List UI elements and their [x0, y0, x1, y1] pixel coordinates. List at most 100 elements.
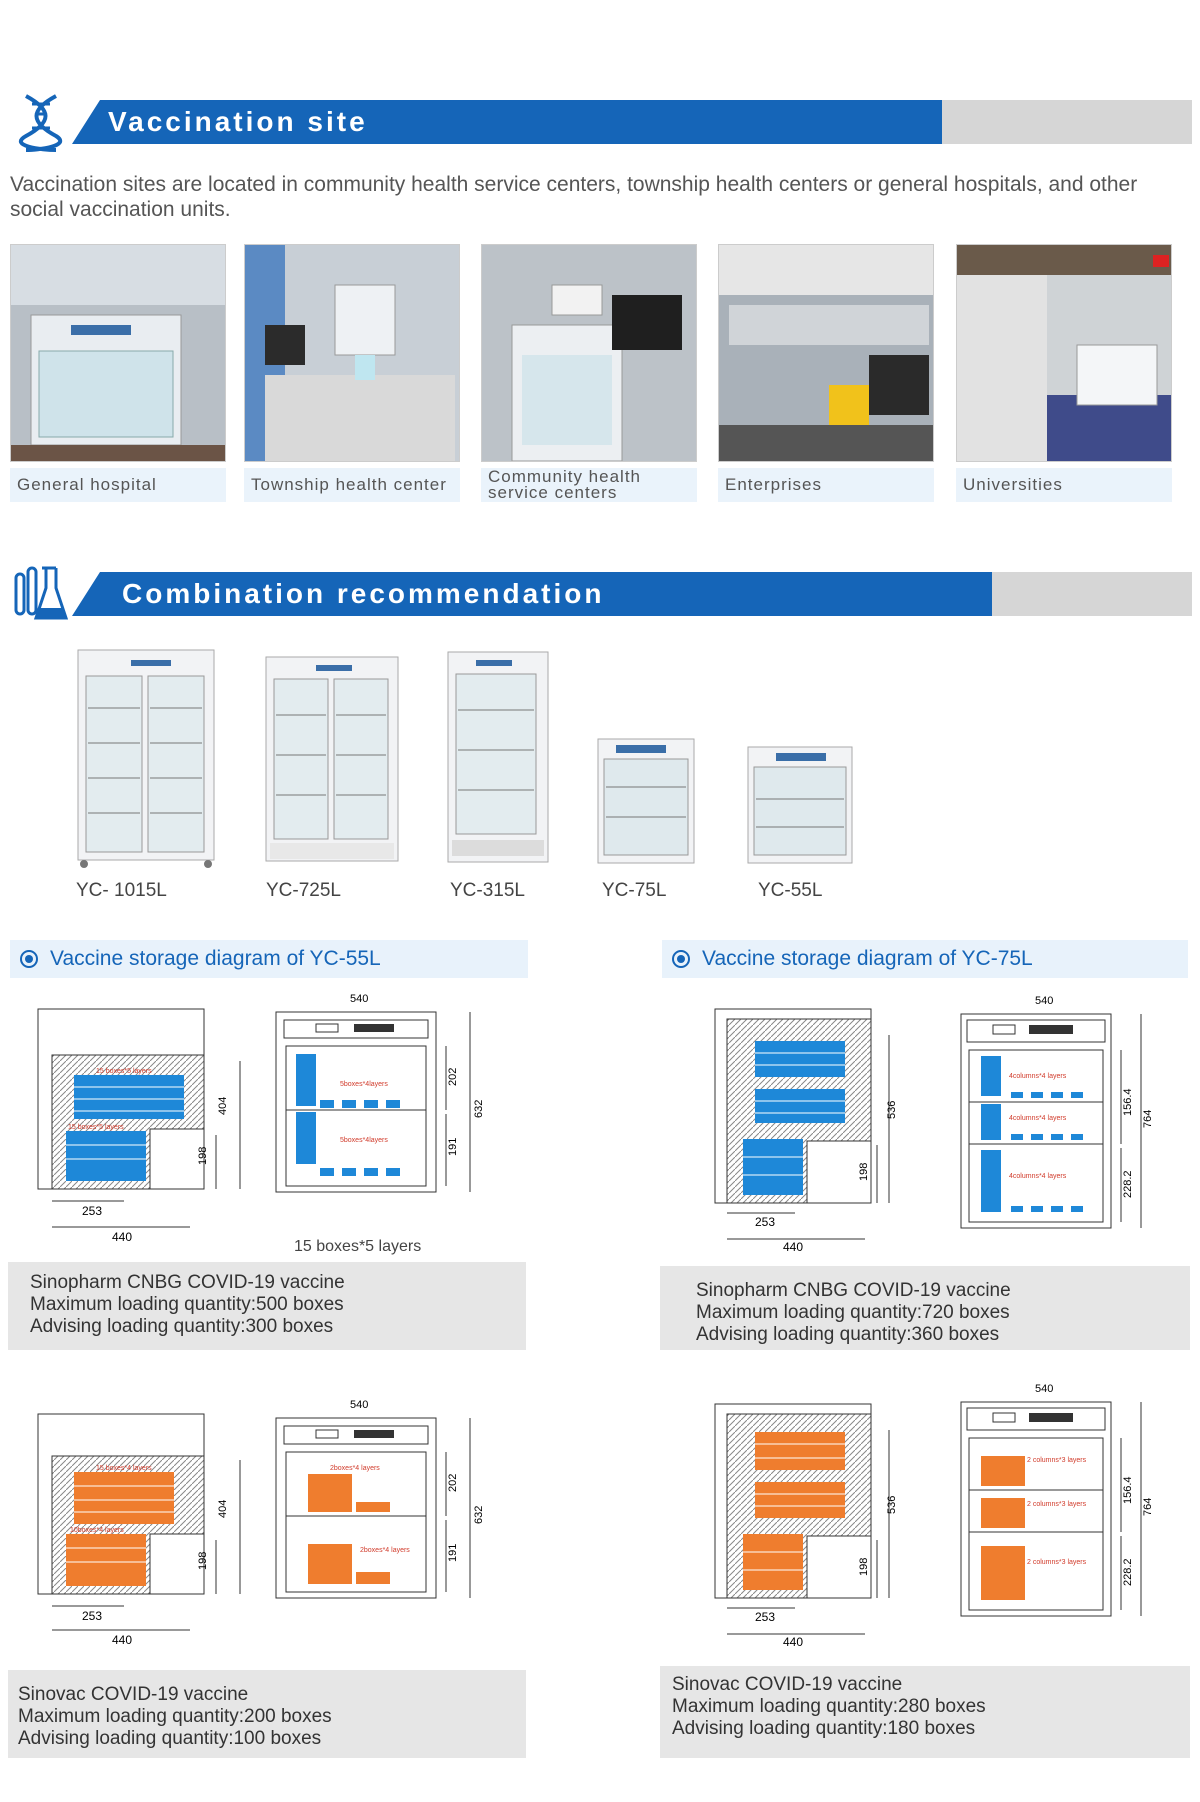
dim-label: 202: [447, 1474, 459, 1492]
dim-label: 540: [1035, 1383, 1053, 1395]
advised-quantity: Advising loading quantity:100 boxes: [18, 1728, 322, 1749]
dim-label: 764: [1142, 1498, 1154, 1516]
box-label: 4columns*4 layers: [1009, 1115, 1067, 1122]
side-view-diagram-55l-sinovac: 15 boxes*4 layers 10boxes*4 layers 404 1…: [37, 1413, 241, 1647]
max-quantity: Maximum loading quantity:200 boxes: [18, 1706, 332, 1727]
info-box-sinovac-55l: Sinovac COVID-19 vaccine Maximum loading…: [8, 1670, 526, 1758]
box-label: 2boxes*4 layers: [330, 1465, 380, 1472]
vaccination-site-banner: Vaccination site: [12, 94, 1192, 152]
fridge-yc75l: [597, 738, 695, 864]
site-photo: [244, 244, 460, 462]
site-photo: [481, 244, 697, 462]
front-view-diagram-75l-sinopharm: 540 4columns*4 layers 4columns*4 layers …: [960, 995, 1154, 1229]
diagram-caption: 15 boxes*5 layers: [294, 1238, 422, 1255]
box-label: 4columns*4 layers: [1009, 1173, 1067, 1180]
max-quantity: Maximum loading quantity:720 boxes: [696, 1302, 1010, 1323]
advised-quantity: Advising loading quantity:360 boxes: [696, 1324, 1000, 1345]
box-label: 15 boxes*5 layers: [68, 1124, 124, 1131]
dim-label: 540: [1035, 995, 1053, 1007]
info-box-sinovac-75l: Sinovac COVID-19 vaccine Maximum loading…: [660, 1666, 1190, 1758]
front-view-diagram-55l-sinovac: 540 2boxes*4 layers 2boxes*4 layers 202 …: [275, 1399, 485, 1599]
site-card: Township health center: [244, 244, 460, 502]
box-label: 15 boxes*4 layers: [96, 1465, 152, 1472]
dim-label: 536: [886, 1496, 898, 1514]
box-label: 10boxes*4 layers: [70, 1527, 124, 1534]
vaccine-name: Sinopharm CNBG COVID-19 vaccine: [696, 1280, 1011, 1301]
box-label: 2boxes*4 layers: [360, 1547, 410, 1554]
info-box-sinopharm-75l: Sinopharm CNBG COVID-19 vaccine Maximum …: [660, 1266, 1190, 1350]
intro-text: Vaccination sites are located in communi…: [10, 173, 1138, 221]
dim-label: 253: [755, 1215, 775, 1229]
lab-flask-icon: [14, 566, 68, 620]
dim-label: 440: [112, 1230, 132, 1244]
section-title: Combination recommendation: [122, 578, 605, 609]
radio-bullet-icon: [20, 950, 38, 968]
site-card: Enterprises: [718, 244, 934, 502]
site-photo: [10, 244, 226, 462]
dim-label: 404: [217, 1500, 229, 1518]
model-label: YC-55L: [758, 880, 823, 901]
dim-label: 228.2: [1122, 1170, 1134, 1198]
dim-label: 253: [755, 1610, 775, 1624]
dim-label: 540: [350, 993, 368, 1005]
site-label: Universities: [956, 468, 1172, 502]
fridge-yc725l: [265, 656, 399, 862]
diagram-heading-75l: Vaccine storage diagram of YC-75L: [662, 940, 1188, 978]
site-label: Township health center: [244, 468, 460, 502]
combination-banner: Combination recommendation: [12, 566, 1192, 620]
radio-bullet-icon: [672, 950, 690, 968]
dim-label: 764: [1142, 1110, 1154, 1128]
dim-label: 404: [217, 1097, 229, 1115]
site-photo: [718, 244, 934, 462]
dim-label: 540: [350, 1399, 368, 1411]
max-quantity: Maximum loading quantity:500 boxes: [30, 1294, 344, 1315]
diagram-heading-55l: Vaccine storage diagram of YC-55L: [10, 940, 528, 978]
dim-label: 440: [112, 1633, 132, 1647]
vaccine-name: Sinopharm CNBG COVID-19 vaccine: [30, 1272, 345, 1293]
model-label: YC-315L: [450, 880, 525, 901]
dim-label: 191: [447, 1138, 459, 1156]
fridge-yc1015l: [77, 649, 215, 868]
site-label: General hospital: [10, 468, 226, 502]
dim-label: 198: [858, 1558, 870, 1576]
dim-label: 632: [473, 1100, 485, 1118]
info-box-sinopharm-55l: Sinopharm CNBG COVID-19 vaccine Maximum …: [8, 1262, 526, 1350]
max-quantity: Maximum loading quantity:280 boxes: [672, 1696, 986, 1717]
dim-label: 156.4: [1122, 1088, 1134, 1116]
fridge-yc315l: [447, 651, 549, 863]
dim-label: 253: [82, 1204, 102, 1218]
dim-label: 202: [447, 1068, 459, 1086]
model-label: YC- 1015L: [76, 880, 167, 901]
dim-label: 191: [447, 1544, 459, 1562]
fridge-yc55l: [747, 746, 853, 864]
front-view-diagram-55l-sinopharm: 540 5boxes*4layers 5boxes*4layers 202 19…: [275, 993, 485, 1193]
section-title: Vaccination site: [108, 106, 368, 137]
site-label: Enterprises: [718, 468, 934, 502]
box-label: 2 columns*3 layers: [1027, 1559, 1087, 1566]
vaccine-name: Sinovac COVID-19 vaccine: [672, 1674, 903, 1695]
front-view-diagram-75l-sinovac: 540 2 columns*3 layers 2 columns*3 layer…: [960, 1383, 1154, 1617]
site-card: Community health service centers: [481, 244, 697, 502]
site-label: Community health service centers: [481, 468, 697, 502]
dim-label: 156.4: [1122, 1476, 1134, 1504]
box-label: 15 boxes*5 layers: [96, 1068, 152, 1075]
dim-label: 198: [858, 1163, 870, 1181]
advised-quantity: Advising loading quantity:180 boxes: [672, 1718, 976, 1739]
box-label: 2 columns*3 layers: [1027, 1501, 1087, 1508]
dim-label: 228.2: [1122, 1558, 1134, 1586]
box-label: 5boxes*4layers: [340, 1137, 388, 1144]
box-label: 5boxes*4layers: [340, 1081, 388, 1088]
site-photo: [956, 244, 1172, 462]
dim-label: 440: [783, 1240, 803, 1254]
site-card: Universities: [956, 244, 1172, 502]
model-label: YC-75L: [602, 880, 667, 901]
advised-quantity: Advising loading quantity:300 boxes: [30, 1316, 334, 1337]
dim-label: 198: [197, 1147, 209, 1165]
dim-label: 198: [197, 1552, 209, 1570]
side-view-diagram-75l-sinopharm: 536 198 253 440: [714, 1008, 898, 1254]
box-label: 4columns*4 layers: [1009, 1073, 1067, 1080]
dim-label: 253: [82, 1609, 102, 1623]
site-card: General hospital: [10, 244, 226, 502]
dim-label: 632: [473, 1506, 485, 1524]
vaccine-name: Sinovac COVID-19 vaccine: [18, 1684, 249, 1705]
